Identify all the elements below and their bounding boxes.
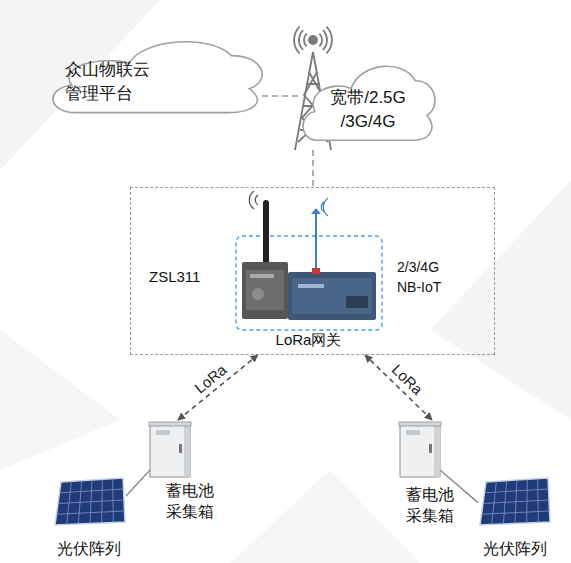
cabinet-side bbox=[434, 425, 440, 477]
background-facet bbox=[430, 180, 571, 420]
cabinet-symbol bbox=[400, 420, 440, 480]
tower-top bbox=[309, 36, 317, 44]
cabinet-handle bbox=[429, 444, 432, 453]
cabinet-handle bbox=[179, 444, 182, 453]
antenna bbox=[263, 200, 269, 264]
module-face bbox=[246, 270, 284, 310]
panel-grid bbox=[60, 489, 124, 493]
node-label: 2/3/4G NB-IoT bbox=[397, 257, 453, 297]
cabinet-plate bbox=[156, 430, 170, 435]
cabinet-body bbox=[150, 425, 190, 477]
background-facet bbox=[230, 470, 420, 563]
node-label: 蓄电池 采集箱 bbox=[404, 484, 456, 526]
panel-grid bbox=[58, 500, 124, 504]
cloud-shape bbox=[53, 42, 262, 113]
lora-link bbox=[178, 355, 258, 420]
cloud-platform: 众山物联云 管理平台 bbox=[45, 28, 267, 120]
node-label: 宽带/2.5G /3G/4G bbox=[323, 86, 413, 134]
serial-port bbox=[346, 296, 368, 308]
panel-grid bbox=[483, 500, 549, 504]
photo-panel bbox=[226, 191, 389, 352]
solar-array: 光伏阵列 bbox=[478, 478, 552, 560]
panel-grid bbox=[485, 489, 549, 493]
solar-array: 光伏阵列 bbox=[52, 478, 126, 560]
dtu-module bbox=[288, 272, 376, 320]
lora-link bbox=[365, 355, 432, 420]
cabinet-symbol bbox=[150, 420, 190, 480]
node-label: ZSL311 bbox=[149, 267, 229, 287]
node-label: LoRa网关 bbox=[226, 330, 391, 350]
module-badge bbox=[298, 284, 324, 288]
signal-ring bbox=[299, 30, 327, 50]
solar-panel bbox=[55, 478, 125, 525]
battery-cabinet: 蓄电池 采集箱 bbox=[400, 420, 440, 520]
module-face bbox=[292, 278, 372, 314]
node-label: 众山物联云 管理平台 bbox=[65, 58, 170, 106]
solar-panel-symbol bbox=[478, 478, 552, 530]
gateway-photo bbox=[226, 191, 389, 352]
antenna-tip bbox=[311, 208, 321, 214]
node-label: 光伏阵列 bbox=[478, 538, 552, 559]
cabinet-roof bbox=[399, 422, 441, 426]
dashed-link bbox=[312, 150, 314, 187]
module-badge bbox=[250, 274, 274, 278]
network-links bbox=[262, 96, 313, 187]
antenna bbox=[315, 214, 317, 274]
solar-panel-symbol bbox=[52, 478, 126, 530]
gateway-panel: LoRa网关 bbox=[226, 191, 391, 354]
cabinet-roof bbox=[149, 422, 191, 426]
cloud-shape bbox=[303, 66, 435, 140]
wifi-waves bbox=[249, 191, 258, 209]
wifi-waves bbox=[321, 198, 328, 216]
antenna-socket bbox=[312, 268, 320, 274]
node-label: 光伏阵列 bbox=[52, 538, 126, 559]
cabinet-side bbox=[184, 425, 190, 477]
panel-grid bbox=[57, 511, 125, 514]
cabinet-plate bbox=[406, 430, 420, 435]
gateway-group: LoRa网关 ZSL311 2/3/4G NB-IoT bbox=[130, 187, 495, 355]
cabinet-body bbox=[400, 425, 440, 477]
signal-ring bbox=[304, 34, 322, 47]
dashed-link bbox=[262, 95, 300, 97]
signal-ring bbox=[294, 27, 332, 54]
cloud-network: 宽带/2.5G /3G/4G bbox=[298, 52, 438, 148]
power-cable bbox=[440, 470, 478, 503]
power-cable bbox=[126, 470, 150, 496]
node-label: 蓄电池 采集箱 bbox=[164, 480, 216, 522]
background-facet bbox=[0, 330, 120, 470]
lora-module bbox=[242, 262, 288, 319]
device-group-outline bbox=[236, 236, 382, 330]
battery-cabinet: 蓄电池 采集箱 bbox=[150, 420, 190, 520]
solar-panel bbox=[480, 478, 550, 525]
module-connector bbox=[252, 288, 264, 300]
panel-grid bbox=[482, 511, 550, 514]
